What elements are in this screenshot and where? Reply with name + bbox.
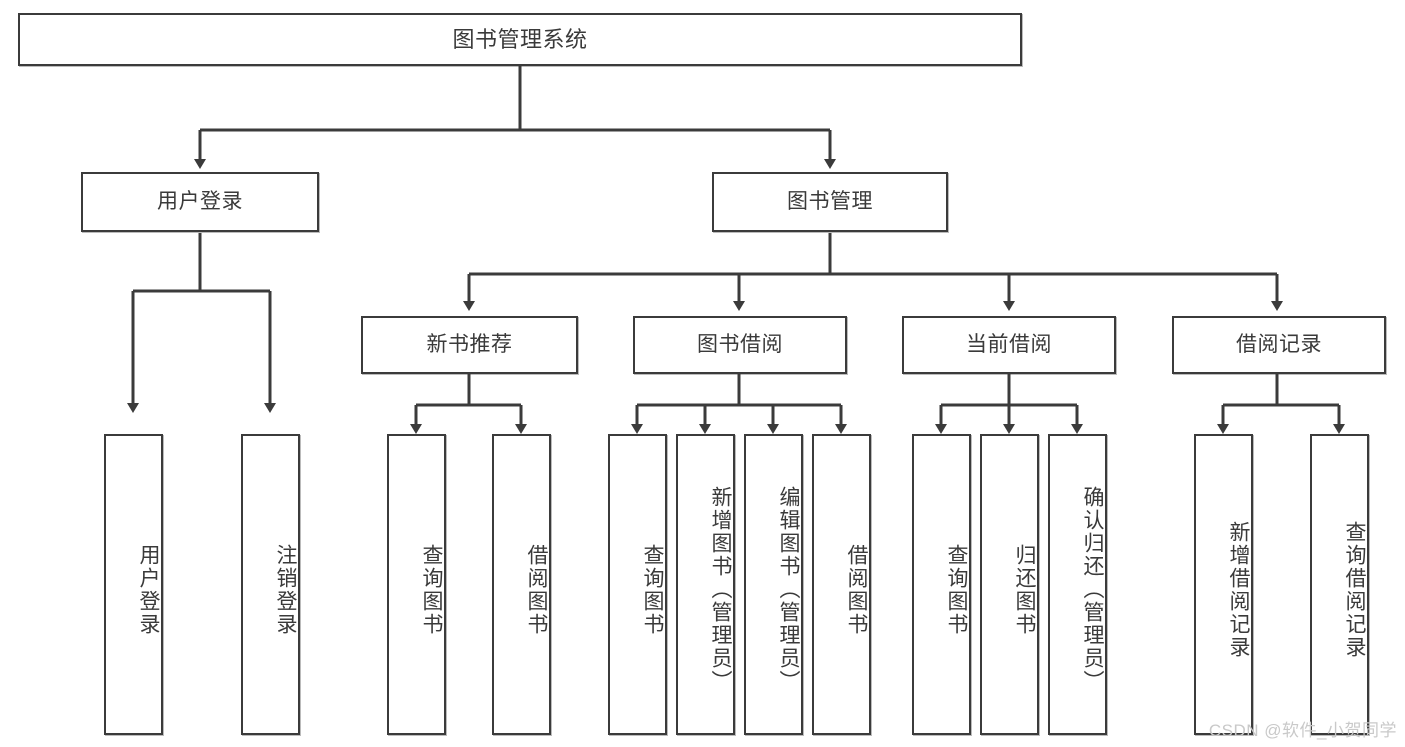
leaf-query-book-1-label: 查询图书	[420, 543, 443, 636]
leaf-borrow-book-1-label: 借阅图书	[525, 543, 548, 636]
leaf-add-record[interactable]: 新增借阅记录	[1194, 434, 1253, 735]
leaf-return-book-label: 归还图书	[1013, 543, 1036, 636]
leaf-confirm-return-label: 确认归还（管理员）	[1081, 486, 1104, 693]
node-book-borrow-label: 图书借阅	[697, 332, 783, 356]
leaf-query-book-3-label: 查询图书	[945, 543, 968, 636]
leaf-query-record[interactable]: 查询借阅记录	[1310, 434, 1369, 735]
node-borrow-record[interactable]: 借阅记录	[1172, 316, 1386, 374]
leaf-user-login[interactable]: 用户登录	[104, 434, 163, 735]
leaf-logout-login[interactable]: 注销登录	[241, 434, 300, 735]
leaf-add-record-label: 新增借阅记录	[1227, 520, 1250, 659]
leaf-user-login-label: 用户登录	[137, 543, 160, 636]
node-book-manage[interactable]: 图书管理	[712, 172, 948, 232]
leaf-return-book[interactable]: 归还图书	[980, 434, 1039, 735]
leaf-edit-book[interactable]: 编辑图书（管理员）	[744, 434, 803, 735]
node-user-login-label: 用户登录	[157, 189, 243, 213]
node-new-book-recommend[interactable]: 新书推荐	[361, 316, 578, 374]
node-root-system[interactable]: 图书管理系统	[18, 13, 1022, 66]
leaf-query-book-1[interactable]: 查询图书	[387, 434, 446, 735]
leaf-confirm-return[interactable]: 确认归还（管理员）	[1048, 434, 1107, 735]
leaf-borrow-book-2[interactable]: 借阅图书	[812, 434, 871, 735]
node-borrow-record-label: 借阅记录	[1236, 332, 1322, 356]
node-book-borrow[interactable]: 图书借阅	[633, 316, 847, 374]
node-user-login[interactable]: 用户登录	[81, 172, 319, 232]
leaf-query-book-2-label: 查询图书	[641, 543, 664, 636]
leaf-borrow-book-2-label: 借阅图书	[845, 543, 868, 636]
node-current-borrow-label: 当前借阅	[966, 332, 1052, 356]
leaf-query-record-label: 查询借阅记录	[1343, 520, 1366, 659]
leaf-query-book-2[interactable]: 查询图书	[608, 434, 667, 735]
watermark-text: CSDN @软件_小贺同学	[1208, 721, 1397, 740]
leaf-add-book[interactable]: 新增图书（管理员）	[676, 434, 735, 735]
node-book-manage-label: 图书管理	[787, 189, 873, 213]
node-new-book-recommend-label: 新书推荐	[426, 332, 513, 356]
leaf-logout-login-label: 注销登录	[274, 543, 297, 636]
node-root-label: 图书管理系统	[452, 26, 588, 52]
leaf-edit-book-label: 编辑图书（管理员）	[777, 486, 800, 693]
leaf-borrow-book-1[interactable]: 借阅图书	[492, 434, 551, 735]
leaf-add-book-label: 新增图书（管理员）	[709, 486, 732, 693]
leaf-query-book-3[interactable]: 查询图书	[912, 434, 971, 735]
node-current-borrow[interactable]: 当前借阅	[902, 316, 1116, 374]
